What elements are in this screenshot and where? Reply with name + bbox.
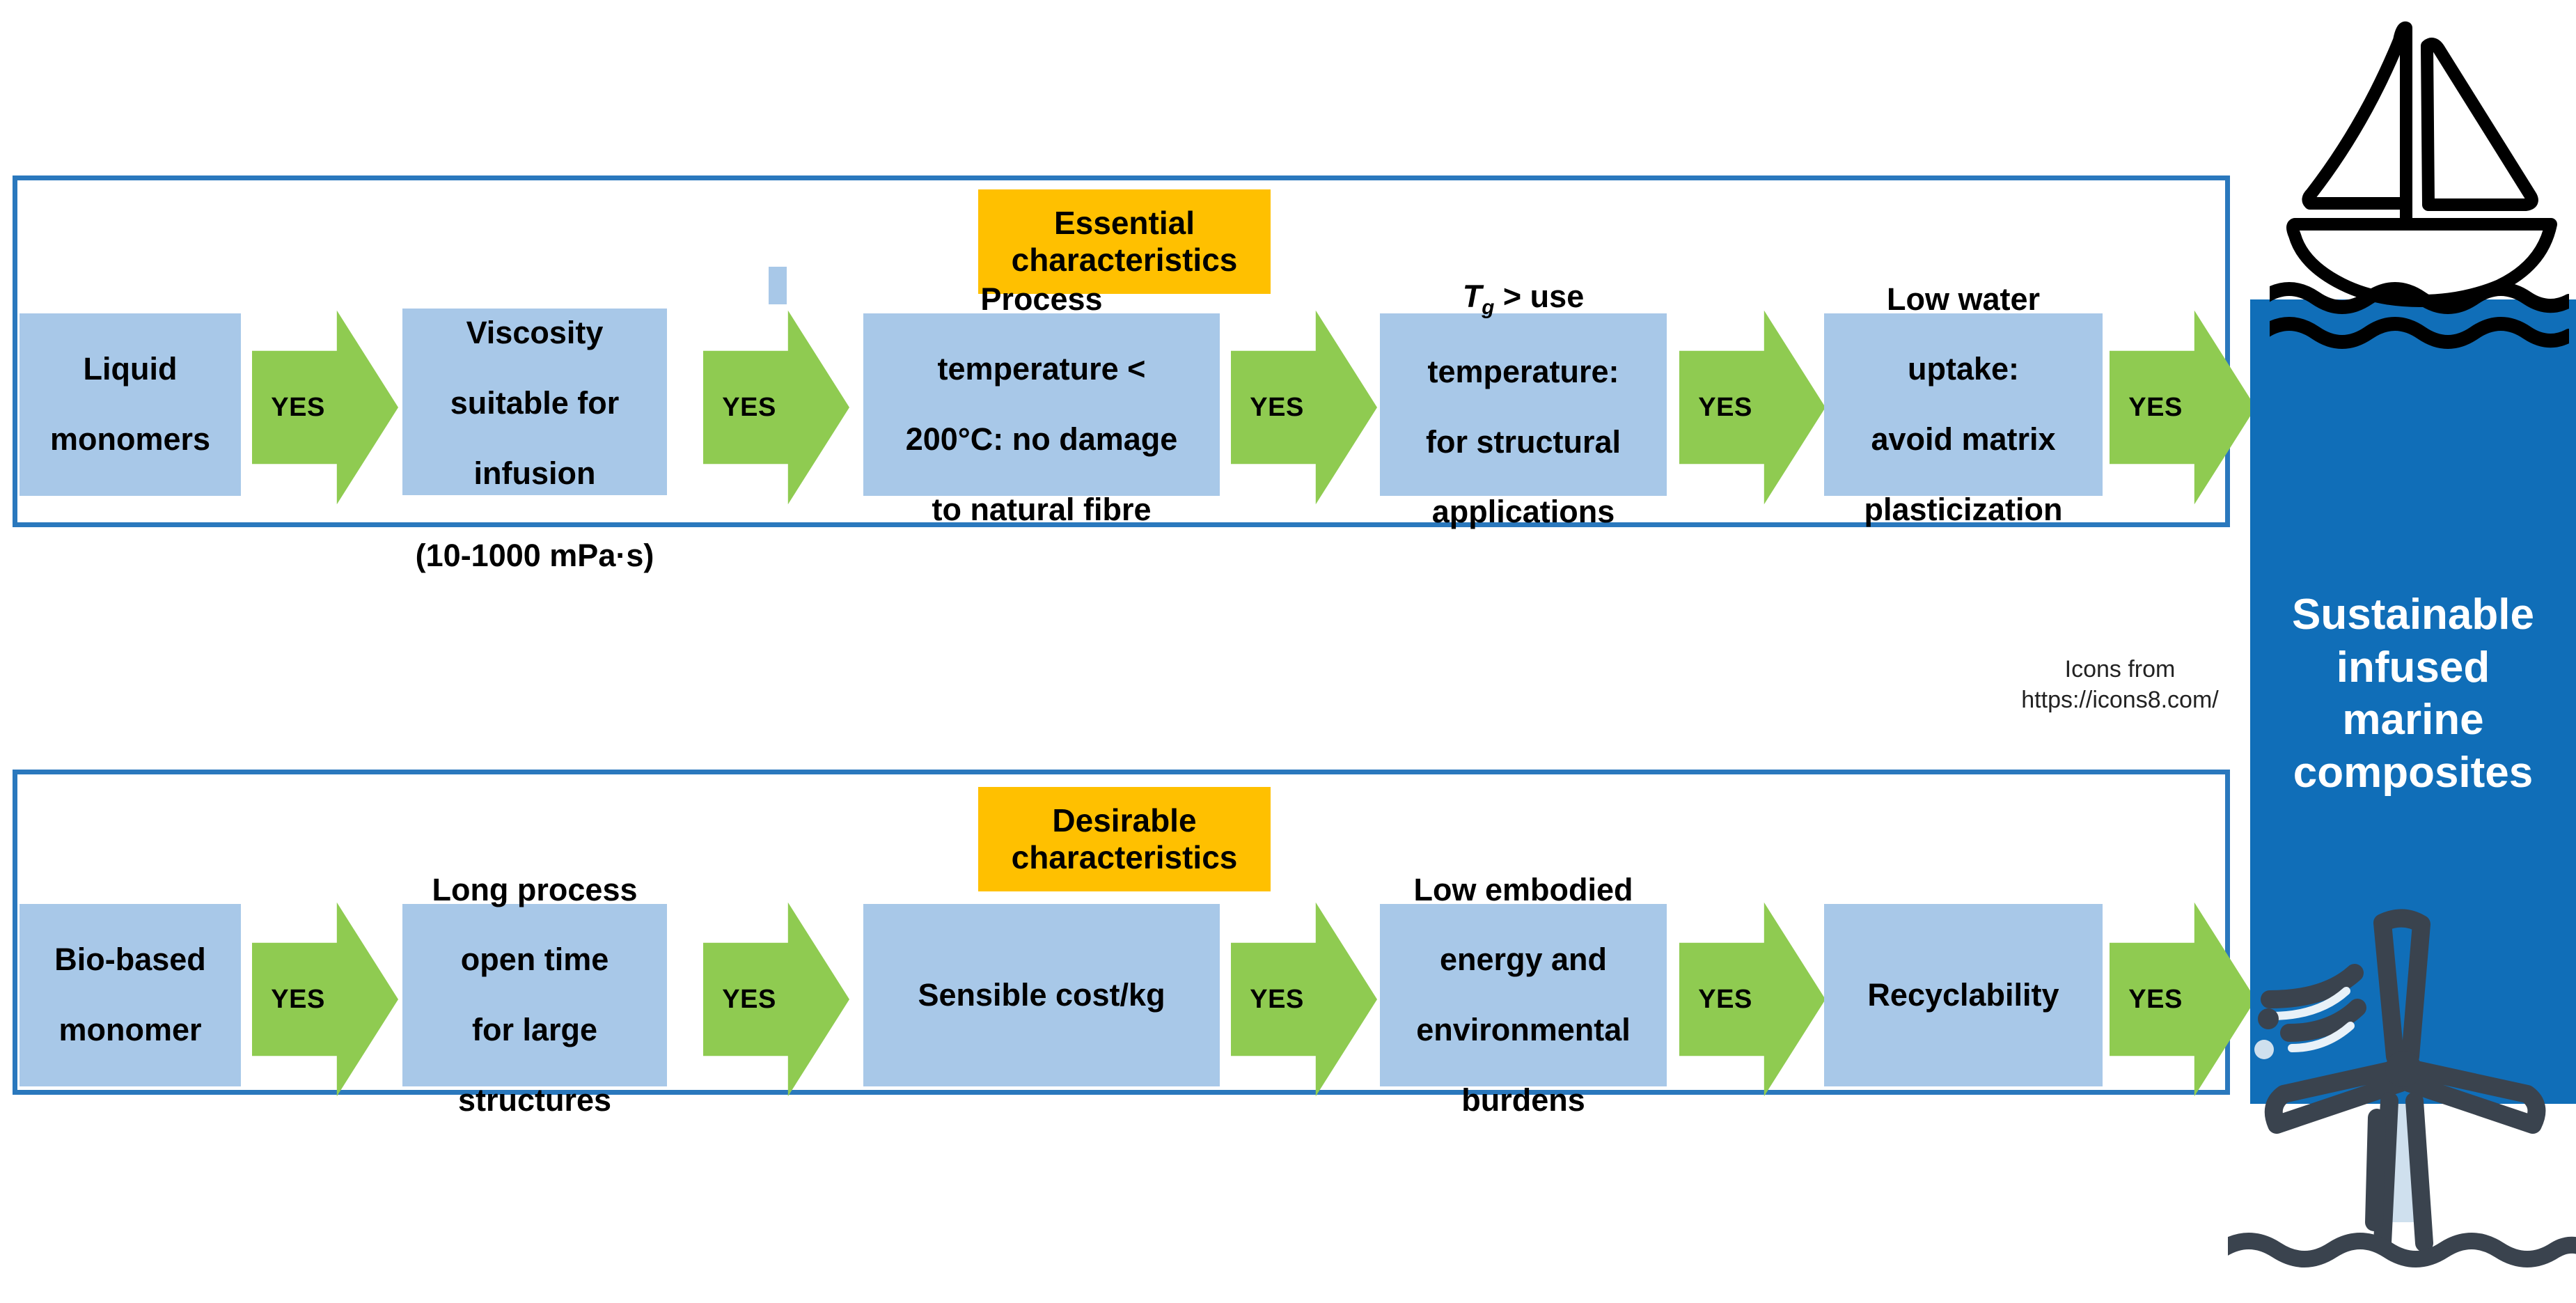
- box-line-1: Bio-based: [54, 942, 206, 978]
- arrow-label-4: YES: [1698, 392, 1752, 422]
- arrow-label-7: YES: [722, 984, 776, 1014]
- yes-arrow-7: YES: [703, 898, 849, 1100]
- tag-line-1: Desirable: [1052, 802, 1197, 839]
- stray-blue-rectangle: [769, 267, 787, 304]
- box-line-1: Long process: [432, 871, 638, 907]
- box-line-1: Tg > use: [1462, 279, 1585, 320]
- panel-line-4: composites: [2293, 748, 2534, 797]
- box-line-3: environmental: [1416, 1012, 1631, 1048]
- box-line-1: Sensible cost/kg: [918, 976, 1165, 1013]
- box-line-3: for structural: [1425, 423, 1621, 460]
- tag-line-2: characteristics: [1011, 242, 1238, 278]
- yes-arrow-8: YES: [1231, 898, 1377, 1100]
- box-line-2: monomer: [58, 1012, 202, 1048]
- box-line-2: temperature:: [1427, 353, 1619, 389]
- arrow-label-5: YES: [2128, 392, 2183, 422]
- arrow-label-2: YES: [722, 392, 776, 422]
- attribution-line-1: Icons from: [2064, 656, 2176, 682]
- step-box-bio-based-monomer: Bio-based monomer: [19, 904, 241, 1086]
- yes-arrow-4: YES: [1679, 306, 1825, 508]
- step-box-process-temperature: Process temperature < 200°C: no damage t…: [863, 281, 1220, 527]
- arrow-label-3: YES: [1250, 392, 1304, 422]
- box-line-2: open time: [460, 942, 609, 978]
- panel-line-1: Sustainable: [2292, 591, 2534, 639]
- arrow-label-10: YES: [2128, 984, 2183, 1014]
- arrow-label-1: YES: [271, 392, 325, 422]
- box-line-1: Low water: [1886, 281, 2041, 317]
- box-line-4: applications: [1431, 494, 1615, 530]
- step-box-low-water-uptake: Low water uptake: avoid matrix plasticiz…: [1824, 281, 2103, 527]
- yes-arrow-2: YES: [703, 306, 849, 508]
- box-line-3: infusion: [473, 455, 596, 491]
- panel-line-3: marine: [2342, 696, 2484, 744]
- box-line-1: Liquid: [83, 351, 178, 387]
- tag-line-1: Essential: [1053, 205, 1195, 242]
- attribution-line-2: https://icons8.com/: [2021, 686, 2219, 713]
- step-box-recyclability: Recyclability: [1824, 904, 2103, 1086]
- arrow-label-8: YES: [1250, 984, 1304, 1014]
- box-line-1: Low embodied: [1413, 871, 1633, 907]
- icon-attribution: Icons from https://icons8.com/: [1998, 655, 2242, 715]
- box-line-2: suitable for: [450, 384, 620, 421]
- yes-arrow-6: YES: [252, 898, 398, 1100]
- tag-line-2: characteristics: [1011, 839, 1238, 875]
- step-box-viscosity: Viscosity suitable for infusion (10-1000…: [402, 309, 667, 573]
- arrow-label-6: YES: [271, 984, 325, 1014]
- box-line-2: uptake:: [1907, 351, 2020, 387]
- yes-arrow-5: YES: [2110, 306, 2256, 508]
- box-line-1: Process: [980, 281, 1103, 317]
- yes-arrow-9: YES: [1679, 898, 1825, 1100]
- box-line-4: burdens: [1461, 1082, 1585, 1118]
- box-line-3: 200°C: no damage: [905, 421, 1178, 458]
- box-line-3: for large: [471, 1012, 598, 1048]
- box-line-1: Recyclability: [1867, 976, 2059, 1013]
- panel-line-2: infused: [2336, 643, 2490, 692]
- box-line-2: monomers: [49, 421, 211, 458]
- box-line-1: Viscosity: [466, 315, 604, 350]
- box-line-2: temperature <: [937, 351, 1146, 387]
- yes-arrow-1: YES: [252, 306, 398, 508]
- box-line-4: plasticization: [1864, 491, 2063, 527]
- yes-arrow-10: YES: [2110, 898, 2256, 1100]
- step-box-glass-transition: Tg > use temperature: for structural app…: [1380, 279, 1667, 529]
- step-box-liquid-monomers: Liquid monomers: [19, 313, 241, 496]
- yes-arrow-3: YES: [1231, 306, 1377, 508]
- desirable-characteristics-tag: Desirable characteristics: [978, 787, 1271, 891]
- box-line-2: energy and: [1439, 942, 1608, 978]
- step-box-long-process-open-time: Long process open time for large structu…: [402, 872, 667, 1118]
- arrow-label-9: YES: [1698, 984, 1752, 1014]
- box-line-3: avoid matrix: [1871, 421, 2056, 458]
- box-line-4: structures: [457, 1082, 612, 1118]
- wind-turbine-icon: [2228, 895, 2576, 1303]
- essential-characteristics-tag: Essential characteristics: [978, 189, 1271, 294]
- step-box-low-embodied-energy: Low embodied energy and environmental bu…: [1380, 872, 1667, 1118]
- sustainable-composites-label: Sustainable infused marine composites: [2250, 588, 2576, 799]
- box-line-viscosity-range: (10-1000 mPa·s): [415, 538, 654, 574]
- step-box-sensible-cost: Sensible cost/kg: [863, 904, 1220, 1086]
- box-line-4: to natural fibre: [932, 491, 1152, 527]
- sailboat-icon: [2270, 7, 2569, 355]
